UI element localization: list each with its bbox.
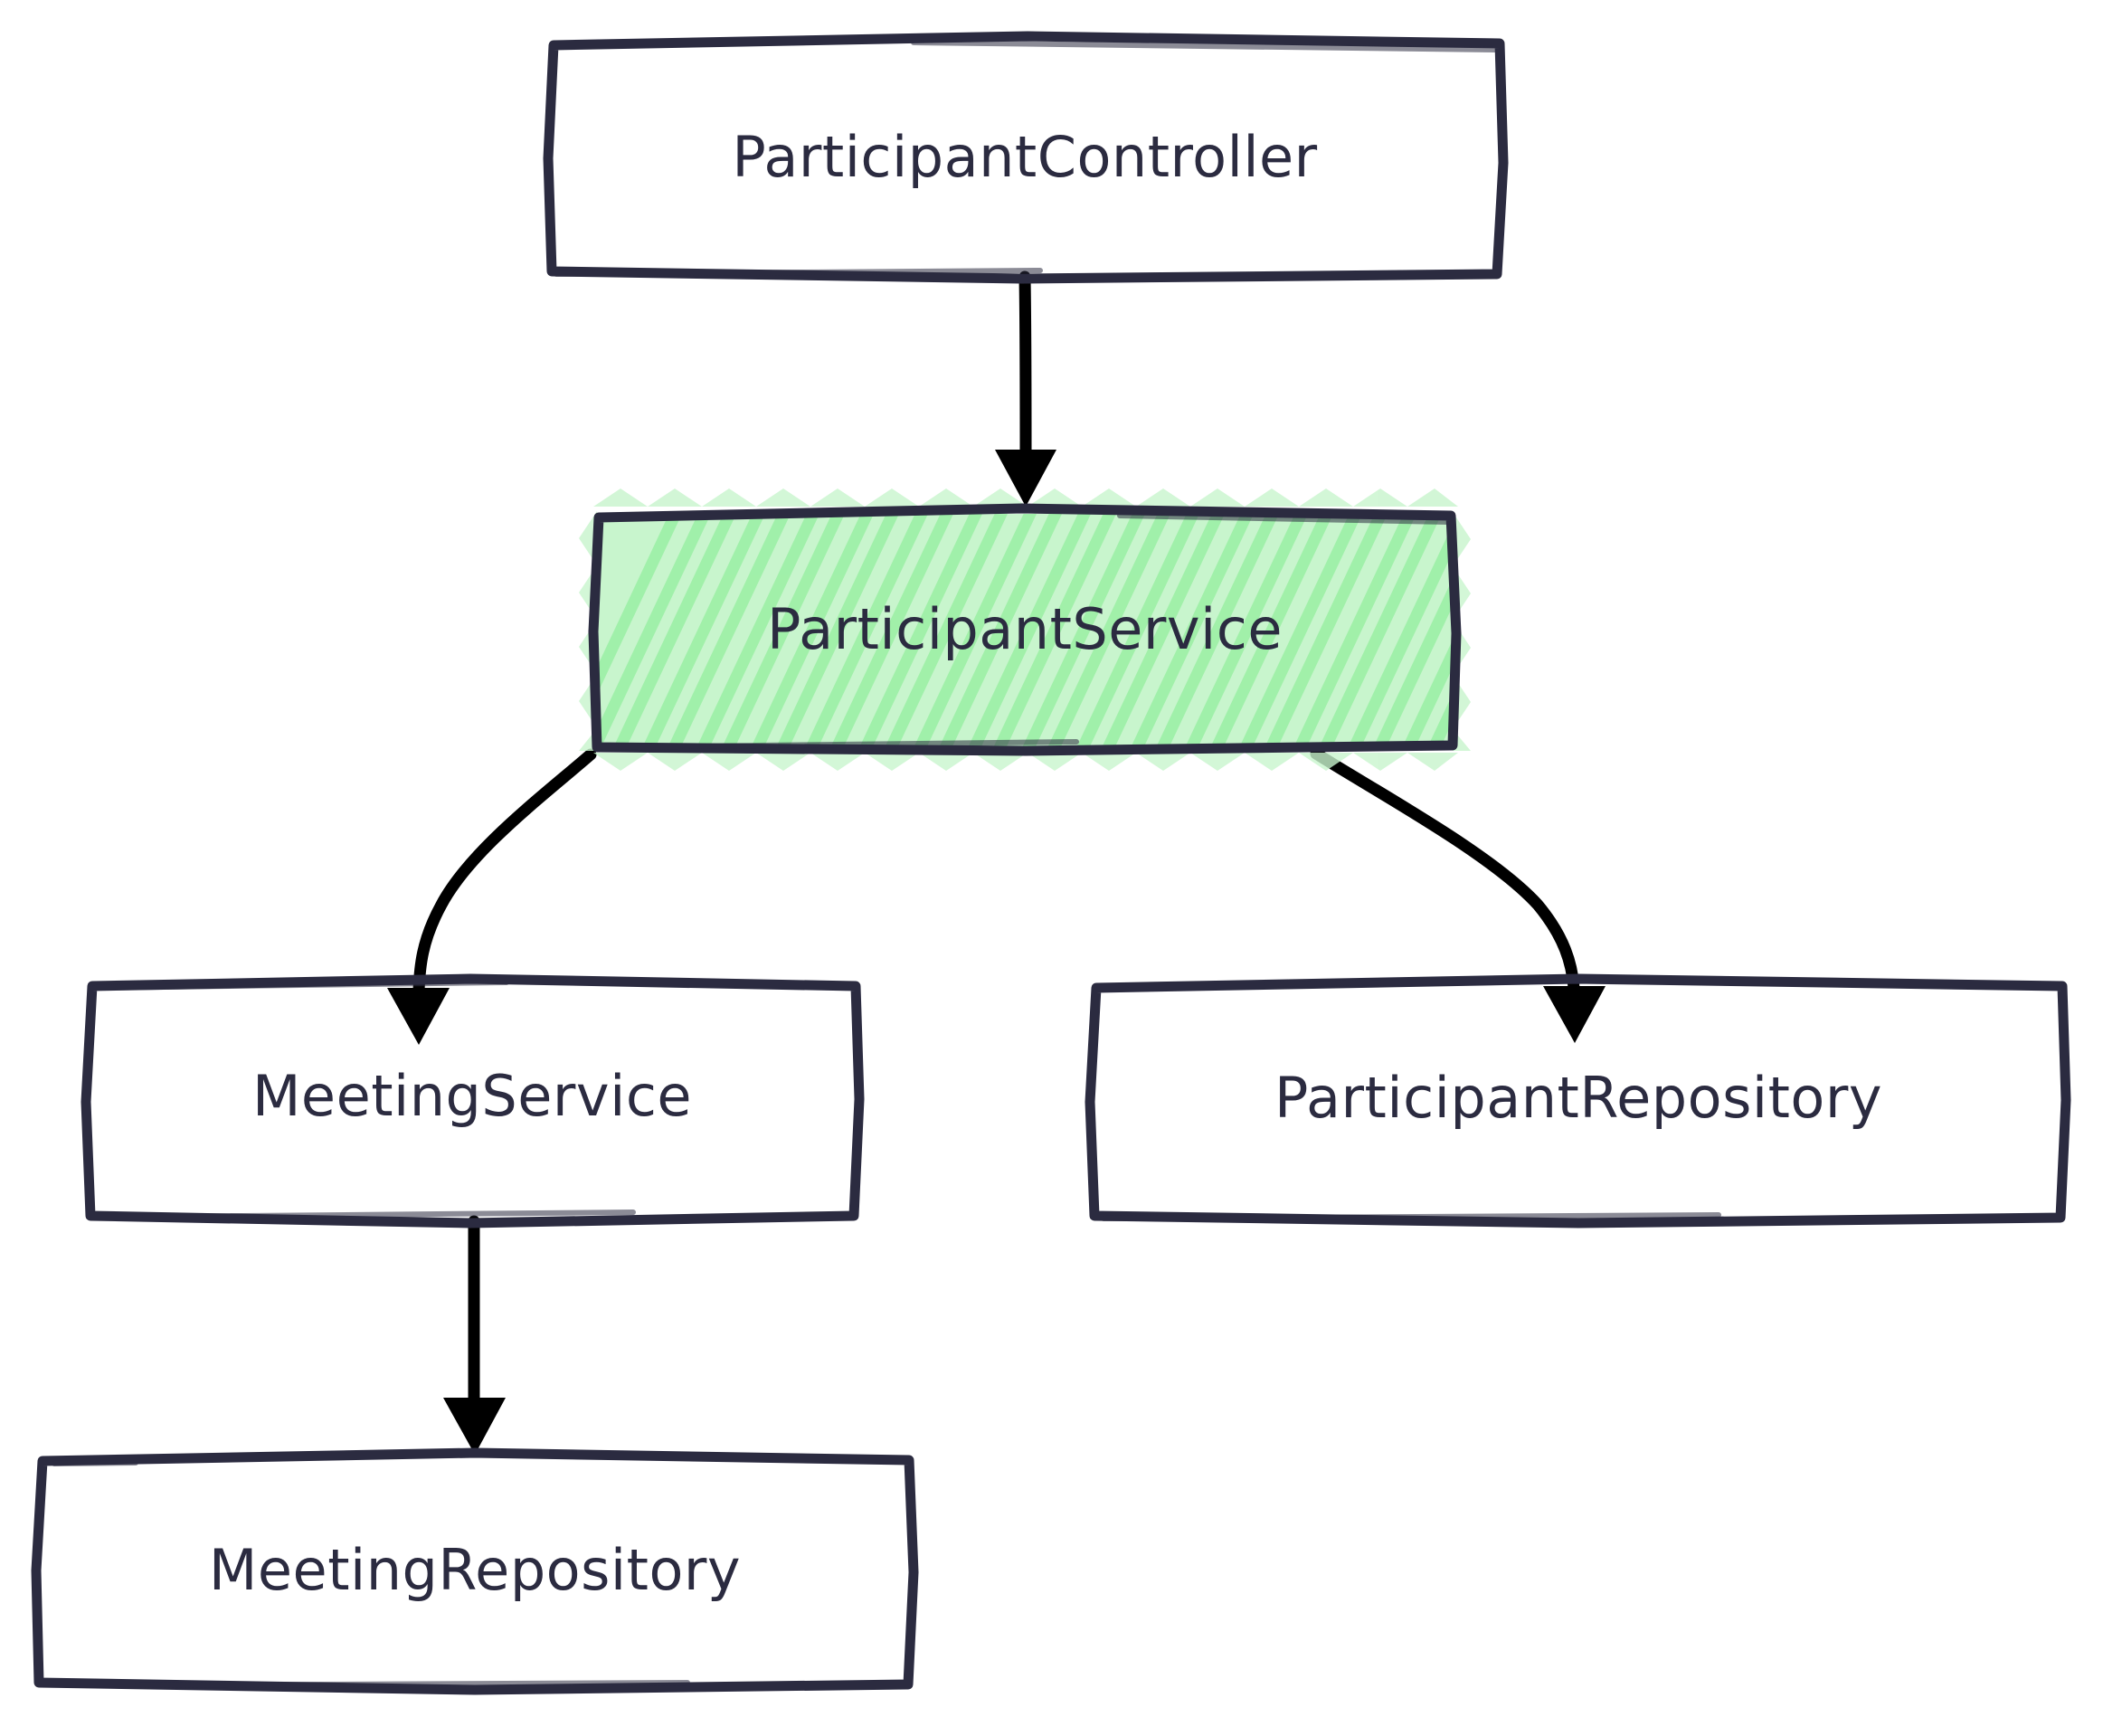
node-border-meeting-service: [81, 973, 865, 1228]
node-label-participant-service: ParticipantService: [767, 596, 1283, 662]
node-border-overstroke-participant-repository: [1101, 977, 1721, 1221]
node-border-participant-repository: [1085, 973, 2071, 1228]
node-label-meeting-service: MeetingService: [252, 1063, 692, 1129]
node-participant-repository[interactable]: ParticipantRepository: [1085, 973, 2071, 1228]
arrowhead-meeting-service-meeting-repository: [443, 1398, 506, 1455]
edge-line-service-meeting-service: [412, 748, 597, 997]
node-participant-controller[interactable]: ParticipantController: [543, 31, 1509, 284]
node-border-overstroke-participant-controller: [554, 40, 1500, 277]
edge-service-to-participant-repository: [1310, 747, 1606, 1043]
node-border-overstroke-meeting-repository: [52, 1460, 690, 1688]
arrowhead-service-participant-repository: [1543, 986, 1606, 1043]
arrowhead-controller-service: [995, 450, 1056, 507]
node-label-participant-controller: ParticipantController: [732, 124, 1317, 190]
edge-meeting-service-to-meeting-repository: [443, 1215, 506, 1455]
arrowhead-service-meeting-service: [387, 988, 450, 1045]
node-meeting-service[interactable]: MeetingService: [81, 973, 865, 1228]
node-meeting-repository[interactable]: MeetingRepository: [31, 1447, 919, 1695]
edge-service-to-meeting-service: [387, 748, 597, 1045]
node-border-participant-controller: [543, 31, 1509, 284]
edge-line-controller-service: [1018, 270, 1032, 459]
node-border-overstroke-participant-service: [596, 513, 1450, 750]
node-border-overstroke-meeting-service: [92, 980, 636, 1219]
edge-controller-to-service: [995, 270, 1056, 507]
node-participant-service[interactable]: ParticipantService: [543, 489, 1610, 796]
node-label-meeting-repository: MeetingRepository: [209, 1537, 741, 1603]
node-border-meeting-repository: [31, 1447, 919, 1695]
node-label-participant-repository: ParticipantRepository: [1274, 1065, 1882, 1131]
edge-line-service-participant-repository: [1310, 747, 1580, 994]
node-border-participant-service: [588, 503, 1462, 756]
